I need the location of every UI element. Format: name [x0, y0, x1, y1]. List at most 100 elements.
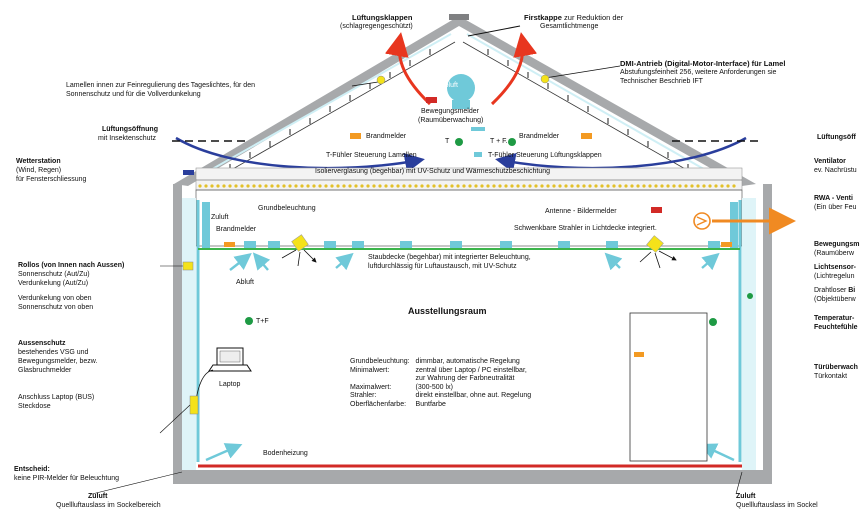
- staubdecke-l2: luftdurchlässig für Luftaustausch, mit U…: [368, 263, 517, 270]
- glazing-dot: [366, 184, 370, 188]
- glazing-dot: [360, 184, 364, 188]
- blue-arrow-right: [495, 136, 747, 173]
- tuerkontakt-sensor: [634, 352, 644, 357]
- bewegungsmelder-sensor: [426, 97, 437, 103]
- spec-value: zentral über Laptop / PC einstellbar,: [415, 366, 527, 374]
- tf-room-label: T+F: [256, 318, 269, 325]
- tf-room-sensor: [245, 317, 253, 325]
- glazing-dot: [624, 184, 628, 188]
- lighting-spec-table: Grundbeleuchtung:dimmbar, automatische R…: [350, 358, 537, 410]
- wetterstation-label: Wetterstation: [16, 158, 61, 165]
- ceiling-light: [450, 241, 462, 248]
- ausstellungsraum-title: Ausstellungsraum: [408, 306, 487, 316]
- strahler-left-beams: [281, 249, 316, 266]
- spec-value: (300-500 lx): [415, 383, 453, 391]
- roof-sensor-small-1: [474, 152, 482, 157]
- tf-roof-label: T + F.: [490, 138, 508, 145]
- door: [629, 312, 708, 462]
- zuluft-floor-left: [205, 443, 243, 462]
- glazing-dot: [336, 184, 340, 188]
- wall-right: [763, 184, 772, 484]
- drahtlos-label: Drahtloser Bi: [814, 287, 856, 294]
- ceiling-light: [400, 241, 412, 248]
- glazing-dot: [456, 184, 460, 188]
- glazing-dot: [222, 184, 226, 188]
- ceiling-light: [708, 241, 720, 248]
- ceiling-light: [606, 241, 618, 248]
- dmi-motor-left: [376, 75, 386, 85]
- lueftungsklappen-label: Lüftungsklappen: [352, 13, 413, 22]
- bewegungsmelder-room: [747, 293, 753, 299]
- glazing-dot: [618, 184, 622, 188]
- glazing-dot: [510, 184, 514, 188]
- tuerkontakt-sub: Türkontakt: [814, 373, 848, 380]
- glazing-dot: [306, 184, 310, 188]
- wetterstation-sensor: [183, 170, 194, 175]
- glazing-dots: [198, 184, 736, 188]
- spec-label: Strahler:: [350, 392, 377, 400]
- glazing-dot: [480, 184, 484, 188]
- aussenschutz-l3: Bewegungsmelder, bezw.: [18, 358, 98, 365]
- rollos-label: Rollos (von Innen nach Aussen): [18, 262, 125, 269]
- glazing-dot: [408, 184, 412, 188]
- roof-glass-right: [466, 33, 717, 177]
- rwa-sub: (Ein über Feu: [814, 204, 857, 211]
- lamellen-pointer-line: [351, 81, 379, 87]
- antenne-label: Antenne - Bildermelder: [545, 208, 617, 215]
- glazing-dot: [576, 184, 580, 188]
- antenne-sensor: [651, 207, 662, 213]
- spec-value: dimmbar, automatische Regelung: [415, 358, 520, 365]
- brandmelder-attic-sensor: [224, 242, 235, 247]
- glazing-dot: [588, 184, 592, 188]
- glazing-dot: [468, 184, 472, 188]
- glazing-dot: [252, 184, 256, 188]
- schwenkbare-strahler-label: Schwenkbare Strahler in Lichtdecke integ…: [514, 225, 657, 232]
- zuluft-right-sub: Quellluftauslass im Sockel: [736, 502, 818, 509]
- glazing-dot: [414, 184, 418, 188]
- strahler-right: [646, 235, 664, 253]
- lichtsensor-label: Lichtsensor-: [814, 264, 857, 271]
- glazing-dot: [564, 184, 568, 188]
- dmi-line2: Abstufungsfeinheit 256, weitere Anforder…: [620, 69, 777, 76]
- bewegungsmelder-right-label: Bewegungsm: [814, 241, 860, 248]
- glazing-dot: [396, 184, 400, 188]
- blue-arrow-left: [175, 136, 425, 173]
- glazing-dot: [678, 184, 682, 188]
- glazing-dot: [558, 184, 562, 188]
- ceiling-light: [244, 241, 256, 248]
- dmi-label: DMI-Antrieb (Digital-Motor-Interface) fü…: [620, 59, 786, 68]
- glazing-dot: [630, 184, 634, 188]
- glazing-dot: [660, 184, 664, 188]
- glazing-dot: [498, 184, 502, 188]
- glazing-dot: [708, 184, 712, 188]
- feuchte-label: Feuchtefühle: [814, 324, 858, 331]
- spec-row: Grundbeleuchtung:dimmbar, automatische R…: [350, 358, 537, 367]
- temperatur-label: Temperatur-: [814, 315, 855, 322]
- bewegungsmelder-roof-l2: (Raumüberwachung): [418, 117, 484, 124]
- ceiling-light: [324, 241, 336, 248]
- glazing-dot: [234, 184, 238, 188]
- zuluft-duct-right: [730, 202, 738, 248]
- glazing-dot: [714, 184, 718, 188]
- glazing-dot: [462, 184, 466, 188]
- rollos-l3: Verdunkelung (Aut/Zu): [18, 280, 89, 287]
- abluft-arrow-5: [701, 252, 720, 271]
- aussenschutz-l2: bestehendes VSG und: [18, 349, 89, 356]
- spec-label: Oberflächenfarbe:: [350, 400, 407, 408]
- glazing-dot: [288, 184, 292, 188]
- attic-room-frame: [195, 189, 743, 247]
- glazing-dot: [648, 184, 652, 188]
- zuluft-floor-right: [699, 443, 735, 462]
- verdunkelung-l1: Verdunkelung von oben: [18, 295, 92, 302]
- brandmelder-attic-label: Brandmelder: [216, 226, 257, 233]
- spec-label: Minimalwert:: [350, 366, 390, 374]
- roof-glass-left: [199, 33, 452, 177]
- zuluft-attic-label: Zuluft: [211, 214, 229, 221]
- glass-right-outer: [742, 198, 756, 470]
- glazing-dot: [606, 184, 610, 188]
- spec-value: zur Wahrung der Farbneutralität: [415, 375, 515, 383]
- glazing-dot: [696, 184, 700, 188]
- glazing-dot: [348, 184, 352, 188]
- ceiling-lights: [244, 241, 720, 248]
- glazing-dot: [612, 184, 616, 188]
